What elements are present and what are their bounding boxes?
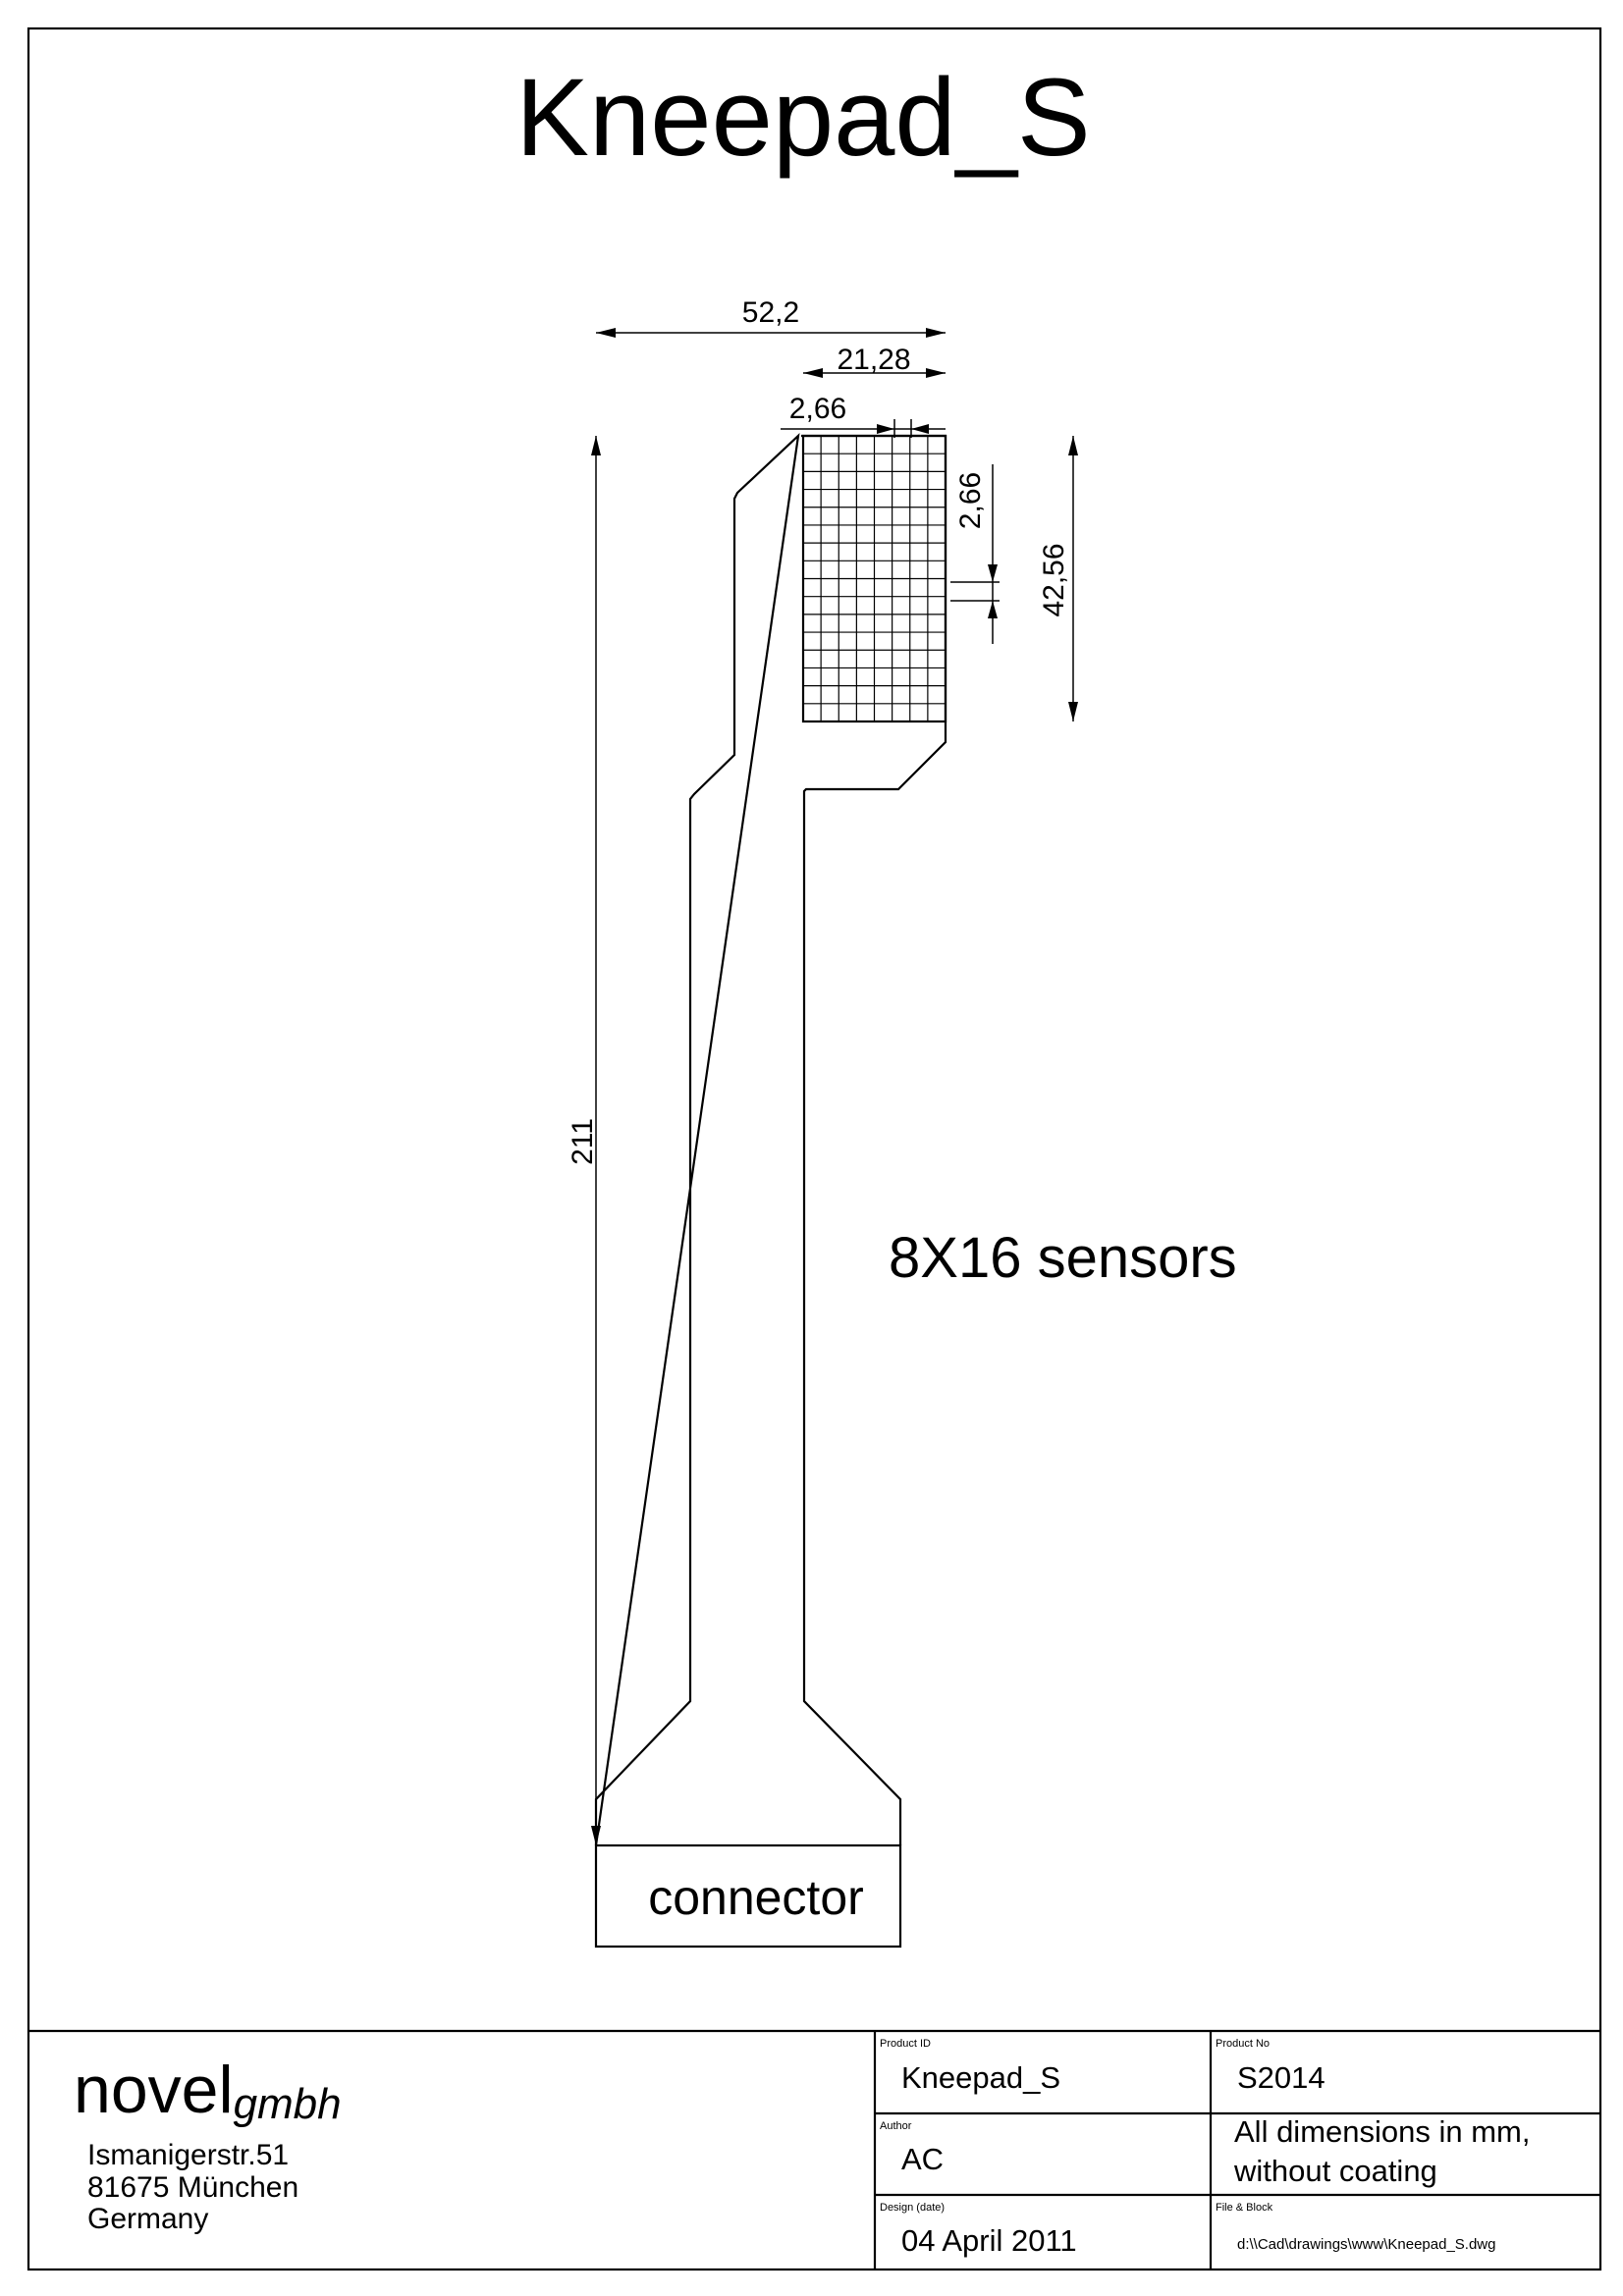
company-name-suffix: gmbh [234,2080,342,2128]
dim-cell-height-label: 2,66 [954,472,987,529]
address-line: Ismanigerstr.51 [87,2139,289,2171]
author-label: Author [880,2120,912,2132]
dim-arrow-head [591,1826,601,1845]
dim-total-width-label: 52,2 [742,296,799,329]
design-date-value: 04 April 2011 [901,2223,1077,2258]
connector-box [594,1843,902,1949]
product-no-value: S2014 [1237,2060,1325,2095]
dim-arrow-head [596,328,616,338]
part-outline [594,433,947,1846]
connector-label: connector [648,1870,864,1925]
dim-arrow-head [926,328,946,338]
product-no-label: Product No [1216,2038,1270,2050]
dim-grid-width-label: 21,28 [837,344,910,376]
file-block-label: File & Block [1216,2202,1273,2214]
dim-arrow-head [877,424,894,434]
dimension-note-line2: without coating [1233,2154,1437,2188]
company-name-main: novel [74,2053,234,2127]
address-line: 81675 München [87,2171,298,2204]
dim-arrow-head [1068,702,1078,721]
dim-grid-height-label: 42,56 [1038,543,1070,616]
product-id-label: Product ID [880,2038,931,2050]
address-line: Germany [87,2203,208,2235]
dim-arrow-head [1068,436,1078,455]
product-id-value: Kneepad_S [901,2060,1060,2095]
sensor-grid [801,434,947,723]
dim-arrow-head [988,601,998,618]
dim-arrow-head [911,424,929,434]
company-name: novelgmbh [74,2053,342,2128]
drawing-title: Kneepad_S [515,56,1090,179]
dim-arrow-head [803,368,823,378]
drawing-frame [27,27,1602,2271]
dim-arrow-head [926,368,946,378]
dim-arrow-head [591,436,601,455]
sensor-count-text: 8X16 sensors [889,1226,1237,1290]
dim-total-length-label: 211 [567,1118,599,1165]
dim-cell-width-label: 2,66 [789,393,846,425]
dim-arrow-head [988,564,998,582]
design-date-label: Design (date) [880,2202,945,2214]
file-path-value: d:\\Cad\drawings\www\Kneepad_S.dwg [1237,2236,1495,2253]
author-value: AC [901,2142,944,2176]
dimension-note-line1: All dimensions in mm, [1234,2114,1530,2149]
